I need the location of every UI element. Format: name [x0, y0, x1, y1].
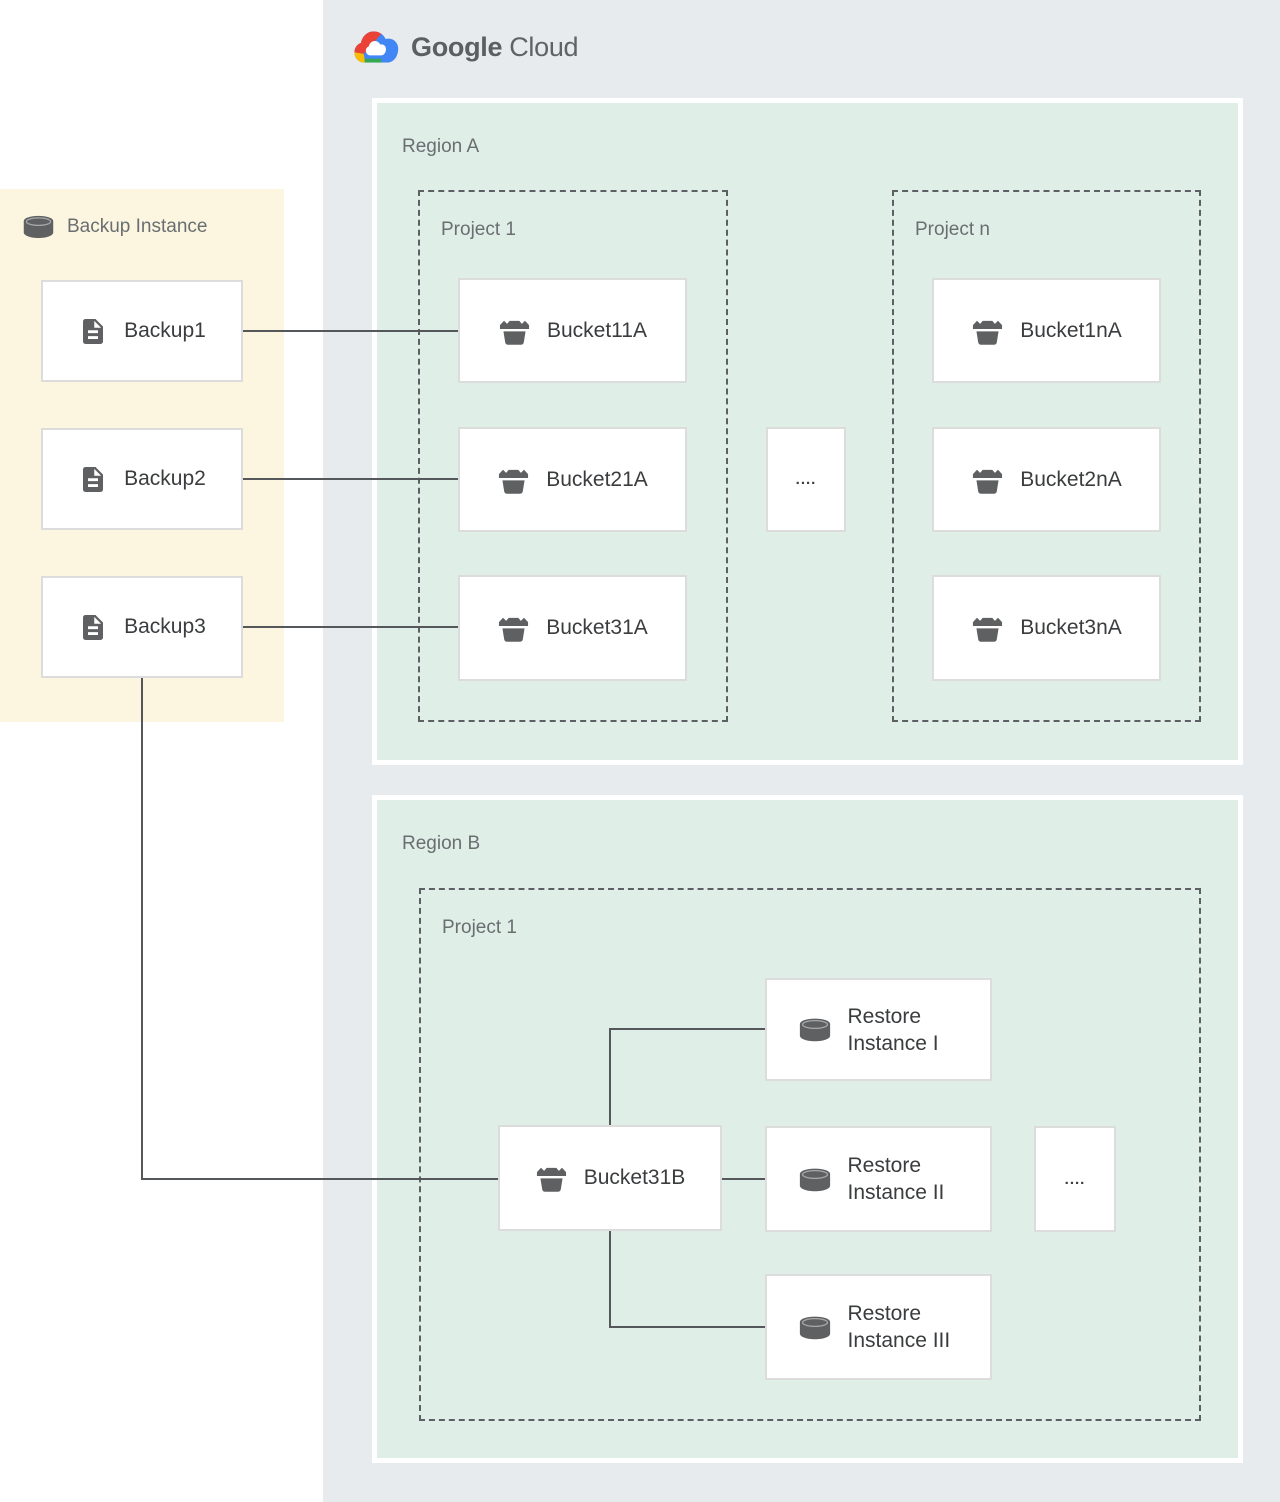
restore-instance-2-label: Restore Instance II [847, 1154, 945, 1204]
bucket31b-label: Bucket31B [583, 1166, 686, 1189]
document-icon [83, 614, 104, 640]
bucket2na-node: Bucket2nA [932, 427, 1161, 532]
region-a-project-1-box: Project 1 [418, 190, 728, 722]
backup-instance-title: Backup Instance [67, 215, 208, 237]
region-b-ellipsis-node: .... [1034, 1126, 1116, 1232]
storage-bucket-icon [973, 320, 1003, 345]
bucket31a-label: Bucket31A [546, 616, 648, 639]
region-b-project-1-label: Project 1 [442, 917, 517, 938]
backup1-label: Backup1 [124, 319, 206, 342]
storage-bucket-icon [499, 469, 529, 494]
connector-bucket31b-restore2 [722, 1178, 765, 1180]
storage-bucket-icon [536, 1167, 566, 1192]
region-a-label: Region A [402, 136, 480, 157]
region-a-ellipsis: .... [795, 471, 817, 488]
connector-backup3-bucket31b [141, 1178, 499, 1180]
restore-instance-2-node: Restore Instance II [765, 1126, 992, 1232]
region-a-project-n-box: Project n [892, 190, 1201, 722]
document-icon [83, 318, 104, 344]
connector-backup3-bucket31a [243, 626, 458, 628]
connector-bucket31b-restore1 [609, 1028, 765, 1030]
restore-instance-1-node: Restore Instance I [765, 978, 992, 1081]
database-icon [798, 1315, 831, 1340]
database-icon [798, 1167, 831, 1192]
connector-bucket31b-down [609, 1231, 611, 1328]
logo-cloud-text: Cloud [509, 31, 579, 62]
backup3-label: Backup3 [124, 615, 206, 638]
database-icon [23, 215, 54, 238]
connector-bucket31b-up [609, 1028, 611, 1126]
storage-bucket-icon [499, 617, 529, 642]
bucket3na-label: Bucket3nA [1020, 616, 1122, 639]
restore-instance-3-label: Restore Instance III [847, 1302, 951, 1352]
storage-bucket-icon [973, 469, 1003, 494]
backup-instance-legend: Backup Instance [20, 215, 207, 238]
storage-bucket-icon [973, 617, 1003, 642]
restore-instance-1-label: Restore Instance I [847, 1004, 939, 1055]
backup2-node: Backup2 [41, 428, 243, 530]
bucket21a-node: Bucket21A [458, 427, 687, 532]
bucket21a-label: Bucket21A [546, 467, 648, 491]
bucket11a-node: Bucket11A [458, 278, 687, 383]
bucket3na-node: Bucket3nA [932, 575, 1161, 681]
connector-backup2-bucket21a [243, 478, 458, 480]
backup1-node: Backup1 [41, 280, 243, 382]
database-icon [798, 1017, 831, 1042]
restore-instance-3-node: Restore Instance III [765, 1274, 992, 1380]
backup3-node: Backup3 [41, 576, 243, 678]
document-icon [83, 466, 104, 492]
bucket1na-label: Bucket1nA [1020, 318, 1122, 342]
storage-bucket-icon [499, 320, 530, 345]
region-a-project-n-label: Project n [915, 219, 990, 240]
bucket31a-node: Bucket31A [458, 575, 687, 681]
bucket11a-label: Bucket11A [546, 318, 647, 342]
connector-bucket31b-restore3 [609, 1326, 765, 1328]
bucket31b-node: Bucket31B [498, 1125, 722, 1231]
backup2-label: Backup2 [124, 467, 206, 490]
connector-backup1-bucket11a [243, 330, 458, 332]
bucket1na-node: Bucket1nA [932, 278, 1161, 383]
region-a-project-1-label: Project 1 [441, 219, 516, 240]
region-b-project-1-box: Project 1 [419, 888, 1201, 1421]
region-a-ellipsis-node: .... [766, 427, 846, 532]
bucket2na-label: Bucket2nA [1020, 467, 1122, 491]
connector-backup3-down [141, 678, 143, 1180]
google-cloud-icon [354, 31, 399, 63]
region-b-label: Region B [402, 833, 481, 854]
logo-google-text: Google [411, 31, 503, 62]
region-b-ellipsis: .... [1064, 1170, 1086, 1188]
